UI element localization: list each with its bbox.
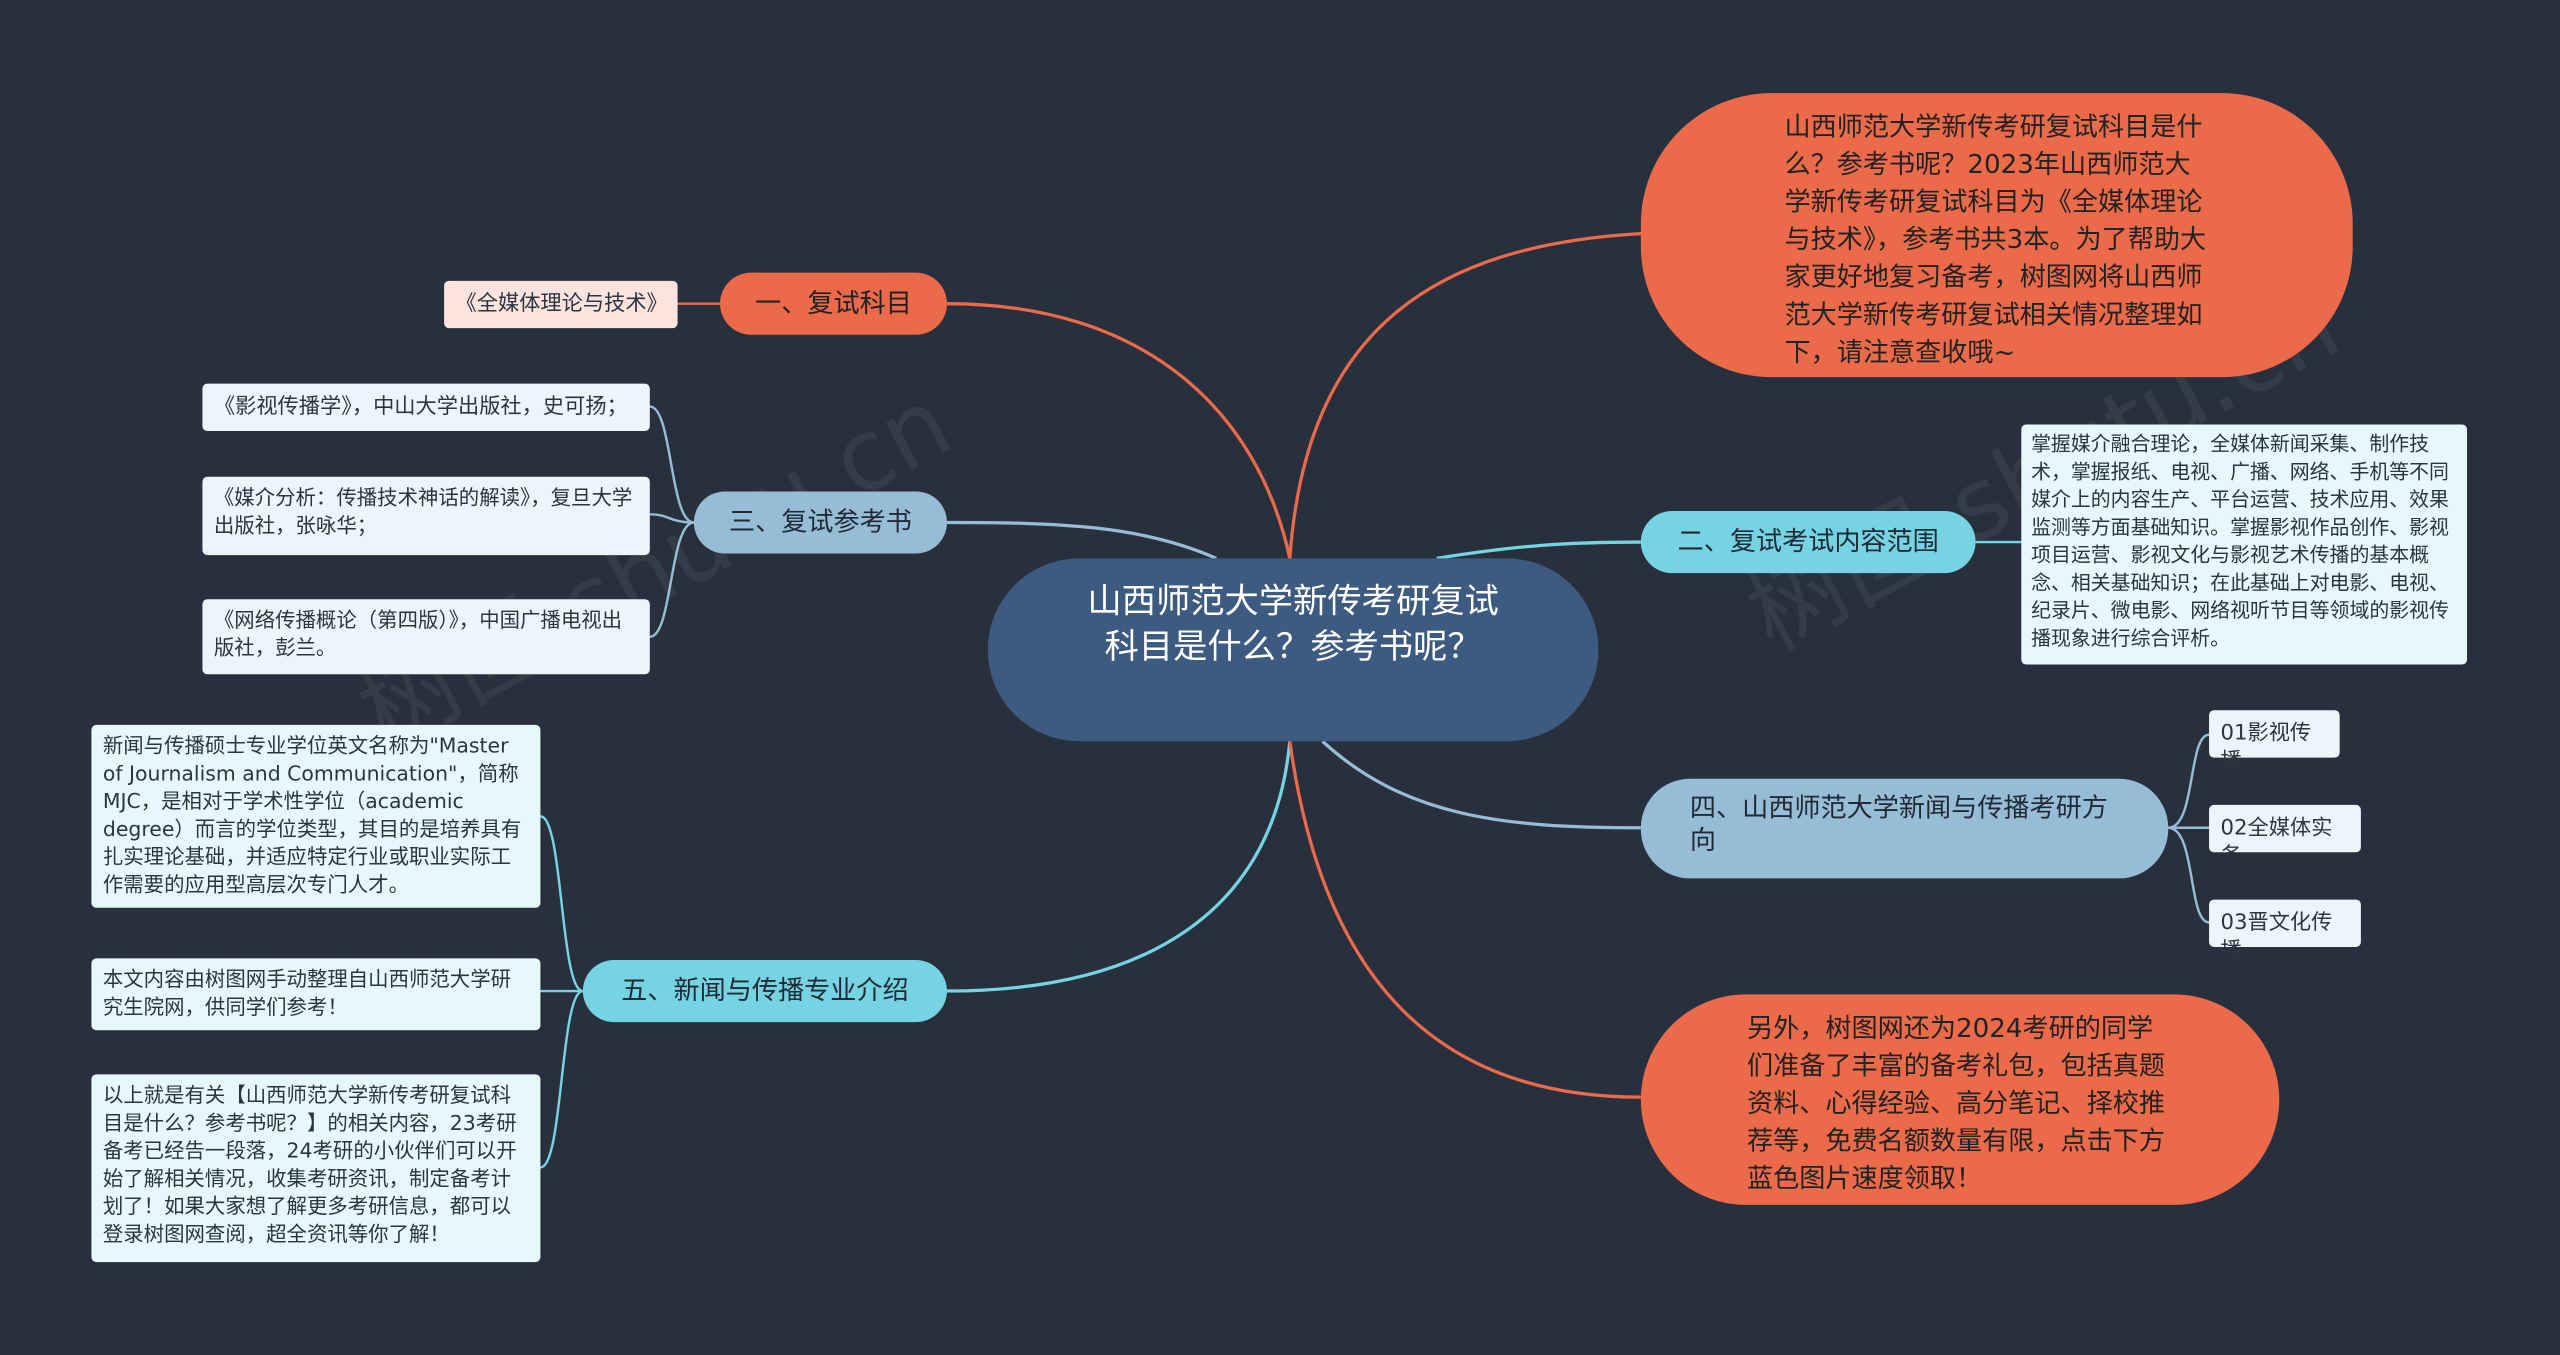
link-b4-leaf3: [2167, 826, 2210, 924]
outro-text: 另外，树图网还为2024考研的同学们准备了丰富的备考礼包，包括真题资料、心得经验…: [1746, 1012, 2165, 1194]
leaf-text: 《影视传播学》，中山大学出版社，史可扬；: [213, 395, 628, 420]
leaf-text: 01影视传播: [2220, 721, 2312, 774]
link-center-b5: [946, 741, 1292, 993]
link-center-outro: [1288, 741, 1641, 1099]
link-b3-leaf3: [649, 521, 695, 638]
link-b5-leaf1: [539, 815, 584, 993]
leaf-direction-3[interactable]: 03晋文化传播: [2209, 899, 2361, 963]
leaf-book-2[interactable]: 《媒介分析：传播技术神话的解读》，复旦大学出版社，张咏华；: [202, 476, 650, 556]
center-topic[interactable]: 山西师范大学新传考研复试科目是什么？参考书呢？: [987, 558, 1599, 742]
leaf-text: 03晋文化传播: [2220, 911, 2333, 964]
leaf-major-definition[interactable]: 新闻与传播硕士专业学位英文名称为"Master of Journalism an…: [91, 724, 541, 908]
leaf-book-3[interactable]: 《网络传播概论（第四版）》，中国广播电视出版社，彭兰。: [202, 599, 650, 675]
branch-major-intro[interactable]: 五、新闻与传播专业介绍: [582, 960, 947, 1023]
leaf-text: 新闻与传播硕士专业学位英文名称为"Master of Journalism an…: [102, 733, 522, 897]
link-b4-leaf1: [2167, 733, 2210, 830]
outro-node[interactable]: 另外，树图网还为2024考研的同学们准备了丰富的备考礼包，包括真题资料、心得经验…: [1640, 994, 2280, 1205]
leaf-summary[interactable]: 以上就是有关【山西师范大学新传考研复试科目是什么？参考书呢？】的相关内容，23考…: [91, 1074, 541, 1263]
leaf-exam-scope[interactable]: 掌握媒介融合理论，全媒体新闻采集、制作技术，掌握报纸、电视、广播、网络、手机等不…: [2021, 424, 2468, 665]
link-b3-leaf2: [649, 513, 694, 524]
leaf-source-note[interactable]: 本文内容由树图网手动整理自山西师范大学研究生院网，供同学们参考！: [91, 958, 541, 1031]
leaf-text: 以上就是有关【山西师范大学新传考研复试科目是什么？参考书呢？】的相关内容，23考…: [102, 1082, 517, 1246]
link-center-b3: [946, 520, 1218, 560]
link-center-b4: [1321, 740, 1641, 830]
intro-text: 山西师范大学新传考研复试科目是什么？参考书呢？2023年山西师范大学新传考研复试…: [1784, 111, 2207, 368]
branch-label: 三、复试参考书: [728, 506, 912, 538]
branch-label: 一、复试科目: [755, 287, 912, 319]
branch-exam-subject[interactable]: 一、复试科目: [720, 272, 947, 335]
leaf-text: 掌握媒介融合理论，全媒体新闻采集、制作技术，掌握报纸、电视、广播、网络、手机等不…: [2031, 432, 2449, 650]
branch-reference-books[interactable]: 三、复试参考书: [693, 491, 947, 554]
leaf-exam-subject[interactable]: 《全媒体理论与技术》: [444, 280, 678, 329]
branch-label: 五、新闻与传播专业介绍: [621, 974, 909, 1006]
link-center-intro: [1288, 231, 1643, 559]
branch-label: 二、复试考试内容范围: [1677, 525, 1939, 557]
leaf-text: 本文内容由树图网手动整理自山西师范大学研究生院网，供同学们参考！: [102, 966, 512, 1019]
leaf-book-1[interactable]: 《影视传播学》，中山大学出版社，史可扬；: [202, 383, 650, 432]
leaf-direction-2[interactable]: 02全媒体实务: [2209, 804, 2361, 869]
center-topic-label: 山西师范大学新传考研复试科目是什么？参考书呢？: [1087, 581, 1499, 667]
link-center-b1: [946, 302, 1292, 559]
link-center-b2: [1436, 540, 1641, 560]
link-b5-leaf3: [539, 989, 584, 1169]
branch-research-directions[interactable]: 四、山西师范大学新闻与传播考研方向: [1640, 778, 2169, 879]
intro-node[interactable]: 山西师范大学新传考研复试科目是什么？参考书呢？2023年山西师范大学新传考研复试…: [1640, 93, 2353, 378]
branch-exam-scope[interactable]: 二、复试考试内容范围: [1640, 511, 1976, 574]
branch-label: 四、山西师范大学新闻与传播考研方向: [1689, 791, 2108, 856]
leaf-direction-1[interactable]: 01影视传播: [2209, 710, 2340, 774]
leaf-text: 《全媒体理论与技术》: [455, 292, 668, 317]
leaf-text: 02全媒体实务: [2220, 816, 2333, 869]
leaf-text: 《网络传播概论（第四版）》，中国广播电视出版社，彭兰。: [213, 607, 623, 660]
leaf-text: 《媒介分析：传播技术神话的解读》，复旦大学出版社，张咏华；: [213, 484, 633, 538]
link-b3-leaf1: [649, 405, 695, 524]
